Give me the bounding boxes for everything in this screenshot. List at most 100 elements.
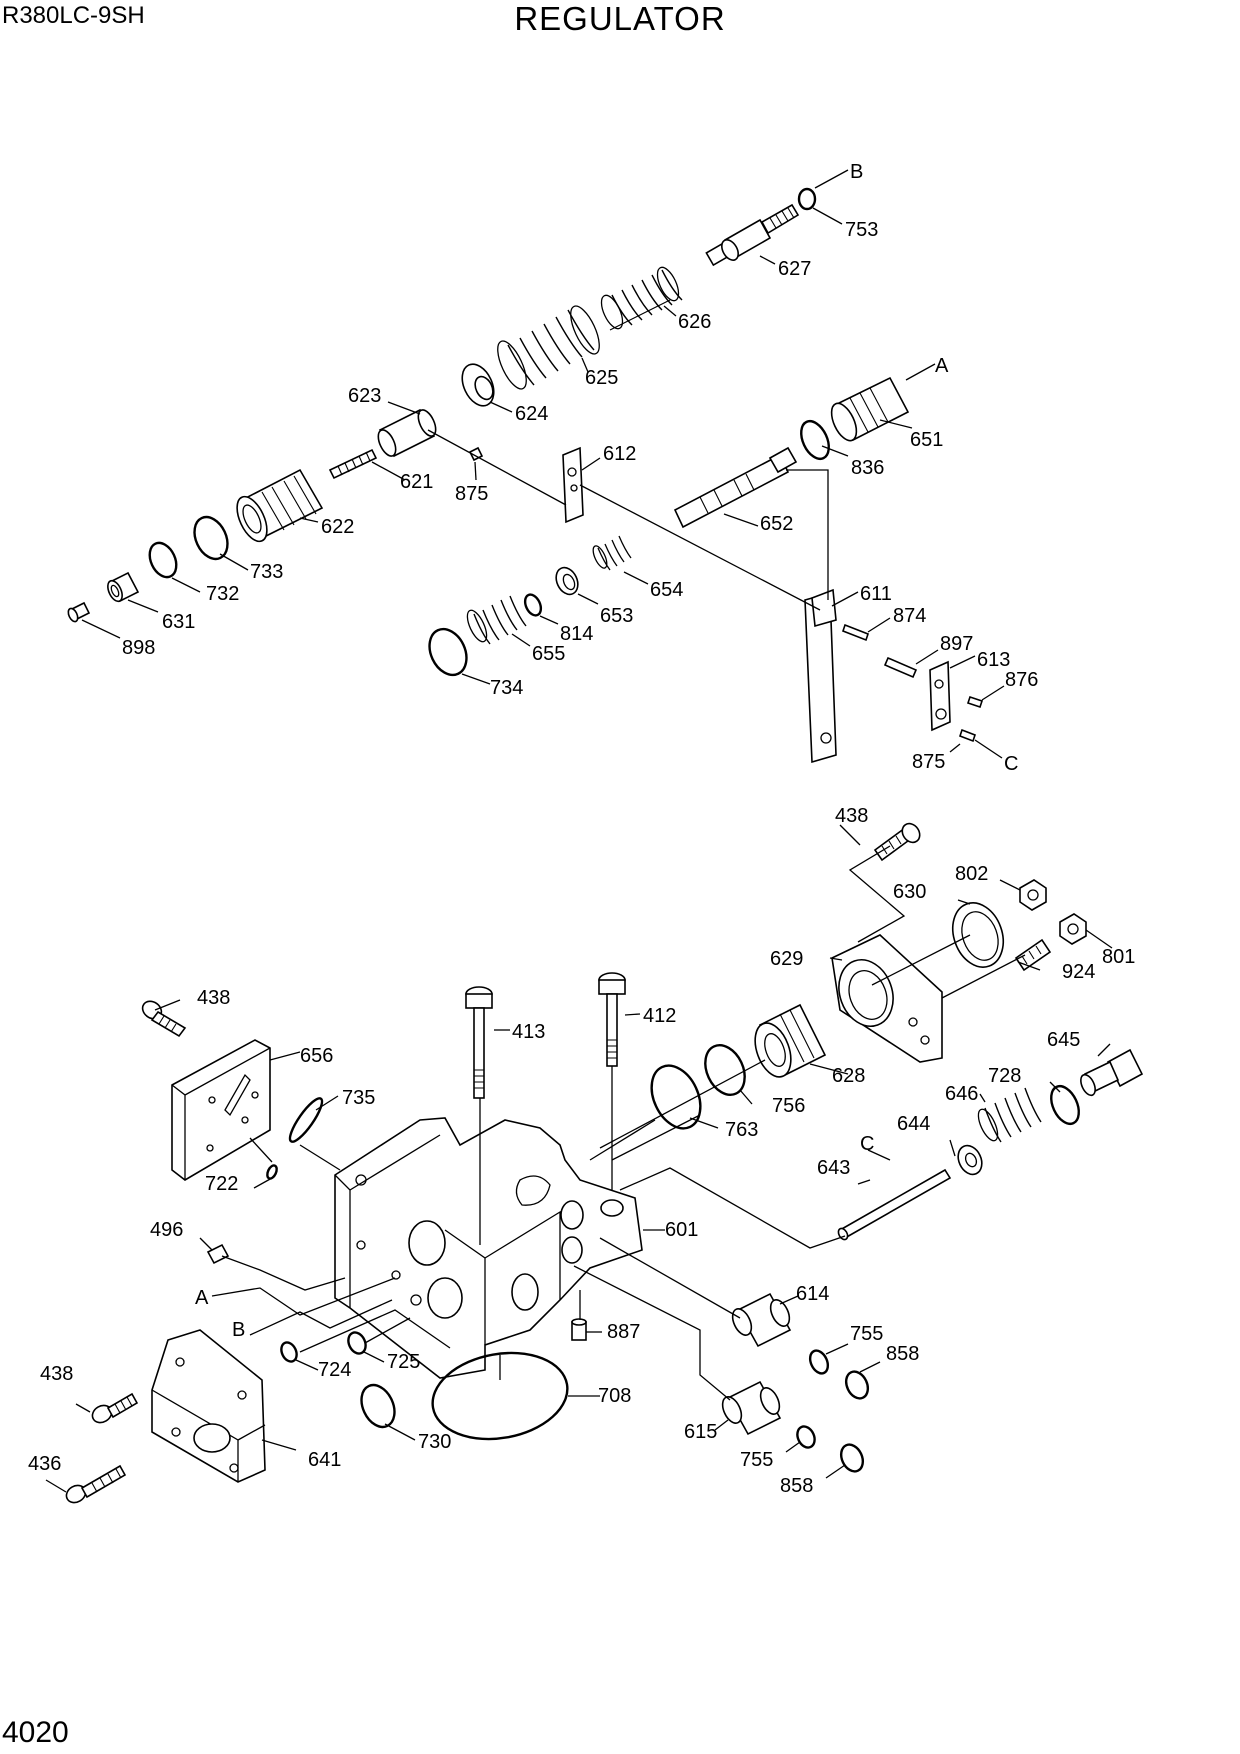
callout-858-b: 858 [780,1475,813,1497]
part-730-oring [360,1383,396,1429]
leader-lines [45,169,1113,1493]
part-621-screw [328,448,378,480]
callout-641: 641 [308,1449,341,1471]
callout-629: 629 [770,948,803,970]
callout-652: 652 [760,513,793,535]
callout-653: 653 [600,605,633,627]
callout-413: 413 [512,1021,545,1043]
callout-B-lower: B [232,1319,245,1341]
callout-496: 496 [150,1219,183,1241]
callout-630: 630 [893,881,926,903]
callout-615: 615 [684,1421,717,1443]
part-655-spring [466,595,527,645]
callout-802: 802 [955,863,988,885]
part-858-snapring-a [844,1370,870,1400]
part-627-stem [705,203,800,267]
callout-613: 613 [977,649,1010,671]
callout-708: 708 [598,1385,631,1407]
callout-755-b: 755 [740,1449,773,1471]
part-611-lever [804,588,837,764]
callout-A-upper: A [935,355,949,377]
part-438-bolt-pilot [91,1392,139,1424]
part-887-pin [571,1318,587,1341]
part-644-seat [957,1144,983,1176]
callout-A-lower: A [195,1287,209,1309]
callout-623: 623 [348,385,381,407]
callout-814: 814 [560,623,593,645]
callout-735: 735 [342,1087,375,1109]
callout-756: 756 [772,1095,805,1117]
callout-631: 631 [162,611,195,633]
callout-645: 645 [1047,1029,1080,1051]
part-722-oring [266,1164,278,1180]
part-646-spring [977,1087,1042,1143]
callout-601: 601 [665,1219,698,1241]
part-735-oring [288,1097,324,1143]
callout-655: 655 [532,643,565,665]
callout-728: 728 [988,1065,1021,1087]
callout-875-upper: 875 [455,483,488,505]
part-755-oring-b [796,1425,816,1449]
part-858-snapring-b [839,1443,865,1473]
part-756-oring [704,1044,746,1096]
part-438-bolt-top [873,822,921,862]
part-413-bolt [465,986,493,1099]
callout-612: 612 [603,443,636,465]
part-613-lever [929,660,951,732]
callout-438-pilot: 438 [40,1363,73,1385]
part-601-casing [334,1117,643,1379]
part-836-snapring [800,419,830,461]
part-802-nut [1019,879,1047,911]
callout-643: 643 [817,1157,850,1179]
callout-858-a: 858 [886,1343,919,1365]
callout-654: 654 [650,579,683,601]
part-623-sleeve [377,408,437,458]
callout-801: 801 [1102,946,1135,968]
part-612-lever [562,446,584,524]
callout-labels: B 753 627 626 625 A 651 623 624 612 836 … [28,161,1135,1497]
callout-656: 656 [300,1045,333,1067]
model-code: R380LC-9SH [2,2,145,29]
page-title: REGULATOR [514,0,726,37]
part-438-bolt-cover [141,1000,187,1038]
callout-644: 644 [897,1113,930,1135]
callout-897: 897 [940,633,973,655]
part-753-oring [797,187,817,211]
page-number: 4020 [2,1716,69,1749]
part-898-plug [67,601,91,623]
callout-412: 412 [643,1005,676,1027]
callout-732: 732 [206,583,239,605]
part-631-bushing [107,571,140,603]
part-436-bolt [65,1464,127,1504]
part-614-sleeve [731,1292,792,1348]
part-654-spring [592,535,632,571]
part-629-cover [831,934,943,1063]
callout-C-lower: C [860,1133,874,1155]
callout-C-upper: C [1004,753,1018,775]
part-653-seat [555,566,579,596]
callout-646: 646 [945,1083,978,1105]
part-875-pin-lower [958,728,977,743]
part-625-spring [497,305,600,390]
callout-875-lower: 875 [912,751,945,773]
callout-651: 651 [910,429,943,451]
part-725-oring [347,1331,367,1355]
callout-626: 626 [678,311,711,333]
part-897-pin [883,656,918,679]
callout-628: 628 [832,1065,865,1087]
callout-898: 898 [122,637,155,659]
callout-438-cover: 438 [197,987,230,1009]
part-630-locknut [951,902,1005,968]
part-801-nut [1059,913,1087,945]
callout-724: 724 [318,1359,351,1381]
part-622-sleeve [236,468,324,543]
callout-887: 887 [607,1321,640,1343]
part-763-oring [650,1064,702,1130]
callout-438-top: 438 [835,805,868,827]
part-924-setscrew [1014,938,1052,972]
callout-836: 836 [851,457,884,479]
part-645-plug [1080,1048,1144,1097]
callout-763: 763 [725,1119,758,1141]
part-732-oring [148,541,178,579]
callout-874: 874 [893,605,926,627]
